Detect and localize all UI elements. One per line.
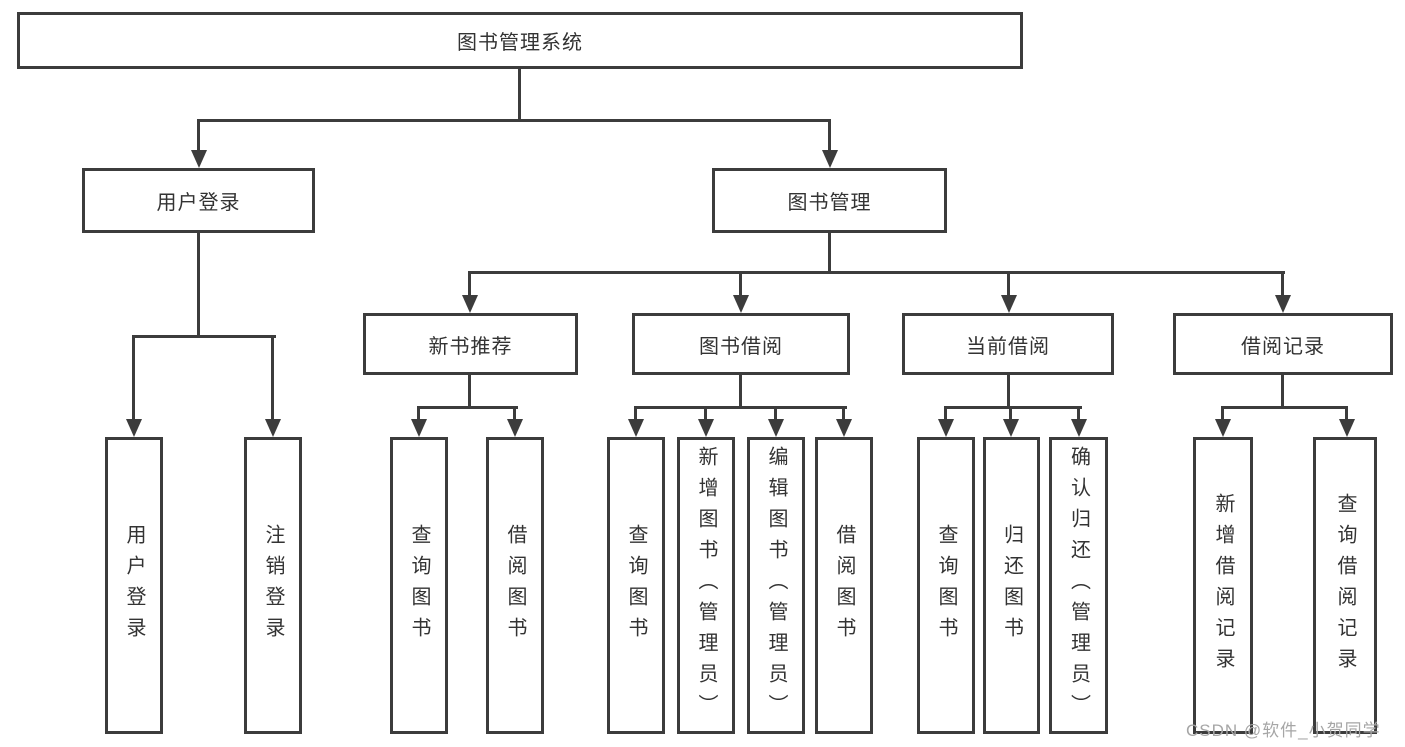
line-horizontal	[132, 335, 276, 338]
line-horizontal	[468, 271, 1285, 274]
node-query-borrow-record-label: 查询借阅记录	[1334, 492, 1356, 679]
line-vertical	[132, 335, 135, 420]
line-vertical	[1221, 406, 1224, 421]
line-vertical	[1345, 406, 1348, 421]
arrowhead	[1071, 419, 1087, 437]
arrowhead	[822, 150, 838, 168]
node-query-books-current: 查询图书	[917, 437, 975, 734]
line-horizontal	[634, 406, 847, 409]
node-add-books-admin: 新增图书（管理员）	[677, 437, 735, 734]
line-vertical	[513, 406, 516, 421]
watermark: CSDN @软件_小贺同学	[1186, 721, 1381, 740]
arrowhead	[126, 419, 142, 437]
line-horizontal	[197, 119, 831, 122]
arrowhead	[1215, 419, 1231, 437]
node-root: 图书管理系统	[17, 12, 1023, 69]
node-edit-books-admin: 编辑图书（管理员）	[747, 437, 805, 734]
line-vertical	[197, 119, 200, 151]
arrowhead	[768, 419, 784, 437]
node-user-login: 用户登录	[82, 168, 315, 233]
line-vertical	[1007, 375, 1010, 409]
node-edit-books-admin-label: 编辑图书（管理员）	[765, 446, 787, 725]
arrowhead	[733, 295, 749, 313]
node-borrow-books-borrowing: 借阅图书	[815, 437, 873, 734]
node-user-login-leaf-label: 用户登录	[123, 523, 145, 648]
node-query-books-recommend: 查询图书	[390, 437, 448, 734]
node-new-book-recommendation-label: 新书推荐	[428, 335, 513, 358]
arrowhead	[462, 295, 478, 313]
line-vertical	[828, 233, 831, 274]
node-return-books: 归还图书	[983, 437, 1040, 734]
line-vertical	[944, 406, 947, 421]
node-logout-label: 注销登录	[262, 523, 284, 648]
arrowhead	[628, 419, 644, 437]
line-vertical	[417, 406, 420, 421]
line-vertical	[634, 406, 637, 421]
line-horizontal	[944, 406, 1082, 409]
node-query-books-borrowing-label: 查询图书	[625, 523, 647, 648]
arrowhead	[1003, 419, 1019, 437]
node-borrow-books-borrowing-label: 借阅图书	[833, 523, 855, 648]
node-user-login-label: 用户登录	[156, 192, 241, 214]
line-vertical	[271, 335, 274, 420]
line-vertical	[468, 271, 471, 296]
node-current-borrowing: 当前借阅	[902, 313, 1114, 375]
line-vertical	[842, 406, 845, 421]
line-vertical	[1281, 375, 1284, 409]
node-confirm-return-admin: 确认归还（管理员）	[1049, 437, 1108, 734]
line-vertical	[774, 406, 777, 421]
node-borrowing-records: 借阅记录	[1173, 313, 1393, 375]
node-user-login-leaf: 用户登录	[105, 437, 163, 734]
node-return-books-label: 归还图书	[1000, 523, 1023, 648]
line-vertical	[1009, 406, 1012, 421]
node-current-borrowing-label: 当前借阅	[966, 335, 1050, 358]
node-book-management: 图书管理	[712, 168, 947, 233]
line-vertical	[1007, 271, 1010, 296]
arrowhead	[191, 150, 207, 168]
node-query-borrow-record: 查询借阅记录	[1313, 437, 1377, 734]
line-horizontal	[1221, 406, 1348, 409]
line-vertical	[739, 271, 742, 296]
arrowhead	[507, 419, 523, 437]
node-borrow-books-recommend: 借阅图书	[486, 437, 544, 734]
node-query-books-recommend-label: 查询图书	[408, 523, 430, 648]
node-book-borrowing: 图书借阅	[632, 313, 850, 375]
node-new-book-recommendation: 新书推荐	[363, 313, 578, 375]
arrowhead	[698, 419, 714, 437]
node-add-borrow-record: 新增借阅记录	[1193, 437, 1253, 734]
arrowhead	[938, 419, 954, 437]
line-vertical	[1077, 406, 1080, 421]
arrowhead	[411, 419, 427, 437]
line-vertical	[468, 375, 471, 409]
node-book-management-label: 图书管理	[787, 192, 872, 214]
line-vertical	[704, 406, 707, 421]
line-vertical	[518, 69, 521, 122]
line-vertical	[1281, 271, 1284, 296]
arrowhead	[1275, 295, 1291, 313]
node-add-borrow-record-label: 新增借阅记录	[1212, 492, 1234, 679]
line-vertical	[197, 233, 200, 338]
arrowhead	[1339, 419, 1355, 437]
node-borrow-books-recommend-label: 借阅图书	[504, 523, 526, 648]
line-horizontal	[417, 406, 518, 409]
arrowhead	[836, 419, 852, 437]
node-borrowing-records-label: 借阅记录	[1241, 335, 1325, 358]
node-confirm-return-admin-label: 确认归还（管理员）	[1067, 446, 1090, 725]
line-vertical	[828, 119, 831, 151]
node-book-borrowing-label: 图书借阅	[699, 335, 783, 358]
arrowhead	[265, 419, 281, 437]
arrowhead	[1001, 295, 1017, 313]
node-logout: 注销登录	[244, 437, 302, 734]
node-query-books-current-label: 查询图书	[935, 523, 957, 648]
node-add-books-admin-label: 新增图书（管理员）	[695, 446, 717, 725]
node-root-label: 图书管理系统	[457, 32, 583, 54]
line-vertical	[739, 375, 742, 409]
node-query-books-borrowing: 查询图书	[607, 437, 665, 734]
